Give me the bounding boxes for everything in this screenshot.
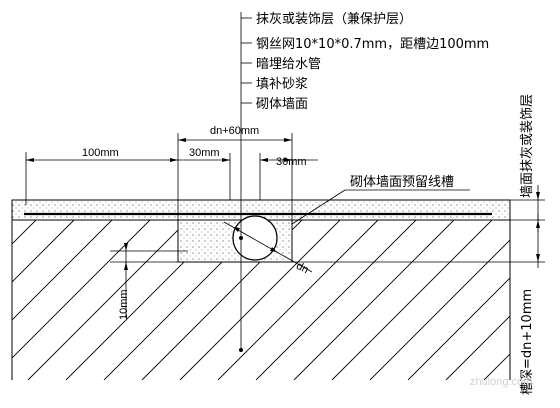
- callout-pipe: 暗埋给水管: [256, 57, 321, 72]
- label-groove-depth: 槽深=dn+10mm: [520, 289, 535, 395]
- hatch-line: [331, 220, 493, 380]
- dim-top-width: dn+60mm: [210, 125, 259, 137]
- callout-mortar: 填补砂浆: [256, 77, 308, 92]
- hatch-line: [12, 220, 113, 380]
- dim-cover: 10mm: [118, 289, 130, 320]
- callout-plaster: 抹灰或装饰层（兼保护层）: [256, 12, 412, 27]
- dim-left-gap: 30mm: [189, 147, 220, 159]
- wall-hatching: [12, 220, 510, 380]
- hatch-line: [369, 220, 510, 380]
- hatch-line: [12, 220, 37, 380]
- hatch-line: [445, 220, 510, 380]
- groove-label: 砌体墙面预留线槽: [350, 175, 454, 190]
- hatch-line: [27, 220, 189, 380]
- dim-pipe-dn: dn: [294, 260, 310, 276]
- hatch-line: [255, 220, 417, 380]
- water-pipe: [232, 215, 278, 261]
- hatch-line: [293, 220, 455, 380]
- dim-mesh-overlap: 100mm: [82, 147, 119, 159]
- watermark: zhulong.com: [470, 376, 532, 388]
- dim-right-gap: 30mm: [276, 156, 307, 168]
- hatch-line: [12, 220, 151, 380]
- callout-wall: 砌体墙面: [256, 97, 308, 112]
- hatch-line: [12, 220, 75, 380]
- hatch-line: [217, 220, 379, 380]
- hatch-line: [407, 220, 510, 380]
- callout-mesh: 钢丝网10*10*0.7mm，距槽边100mm: [256, 37, 489, 52]
- label-wall-plaster: 墙面抹灰或装饰层: [520, 94, 535, 198]
- hatch-line: [179, 220, 341, 380]
